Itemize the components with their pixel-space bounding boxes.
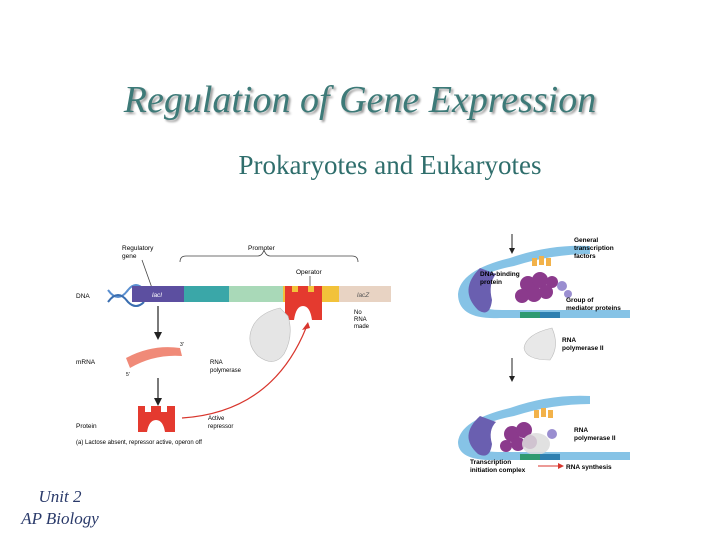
dna-loop-bottom [458,395,630,461]
regulatory-gene-label: Regulatory [122,245,154,252]
active-repressor-label: Active [208,416,225,422]
promoter-label: Promoter [248,245,276,252]
rna-pol2-label: RNA [574,427,588,434]
dna-binding-protein-bottom [468,416,496,456]
rna-synthesis-label: RNA synthesis [566,464,612,471]
protein-label: Protein [76,423,97,430]
promoter-segment-b [229,286,283,302]
dna-binding-label-2: protein [480,279,502,286]
mrna-strand [126,347,182,368]
laci-label: lacI [152,292,162,299]
five-prime-label: 5' [126,372,130,378]
laci-gene-segment [132,286,184,302]
dna-helix-icon [107,284,145,307]
mediator-label-2: mediator proteins [566,305,621,312]
three-prime-label: 3' [180,342,184,348]
rna-polymerase-ii-shape [523,327,556,361]
mrna-label: mRNA [76,359,96,366]
mediator-label: Group of [566,297,594,304]
rna-pol-label: RNA [562,337,576,344]
promoter-segment-a [184,286,229,302]
no-rna-label-3: made [354,324,370,330]
mediator-cluster-top [515,272,558,303]
dna-binding-protein-top [468,268,496,313]
general-tf-label-3: factors [574,253,596,260]
general-tf-label: General [574,237,598,244]
tic-label-2: initiation complex [470,467,526,474]
regulatory-gene-label-2: gene [122,253,137,260]
slide-subtitle: Prokaryotes and Eukaryotes [238,150,542,180]
bound-repressor [285,286,322,320]
lacz-gene-segment [339,286,391,302]
footer-unit: Unit 2 [38,487,82,506]
rna-pol2-label-2: polymerase II [574,435,616,442]
free-repressor [138,406,175,432]
footer-course: AP Biology [21,509,99,528]
general-tf-top [532,256,551,266]
rna-polymerase-label: RNA [210,360,223,366]
rna-polymerase-label-2: polymerase [210,368,242,374]
no-rna-label: No [354,310,362,316]
dna-label: DNA [76,293,90,300]
dna-loop-top [458,245,630,319]
figure-caption: (a) Lactose absent, repressor active, op… [76,440,202,446]
lac-operon-diagram: Regulatory gene Promoter Operator DNA la… [76,245,391,446]
no-rna-label-2: RNA [354,317,367,323]
slide-footer: Unit 2 AP Biology [10,486,110,530]
general-tf-label-2: transcription [574,245,614,252]
rna-pol-label-2: polymerase II [562,345,604,352]
lacz-label: lacZ [357,292,370,299]
operator-label: Operator [296,269,322,276]
rna-polymerase-shape [249,307,291,362]
tic-label: Transcription [470,459,511,466]
slide-title: Regulation of Gene Expression [123,79,597,121]
active-repressor-label-2: repressor [208,424,233,430]
general-tf-bottom [534,408,553,418]
eukaryote-transcription-diagram: General transcription factors DNA-bindin… [458,234,630,474]
dna-binding-label: DNA-binding [480,271,520,278]
